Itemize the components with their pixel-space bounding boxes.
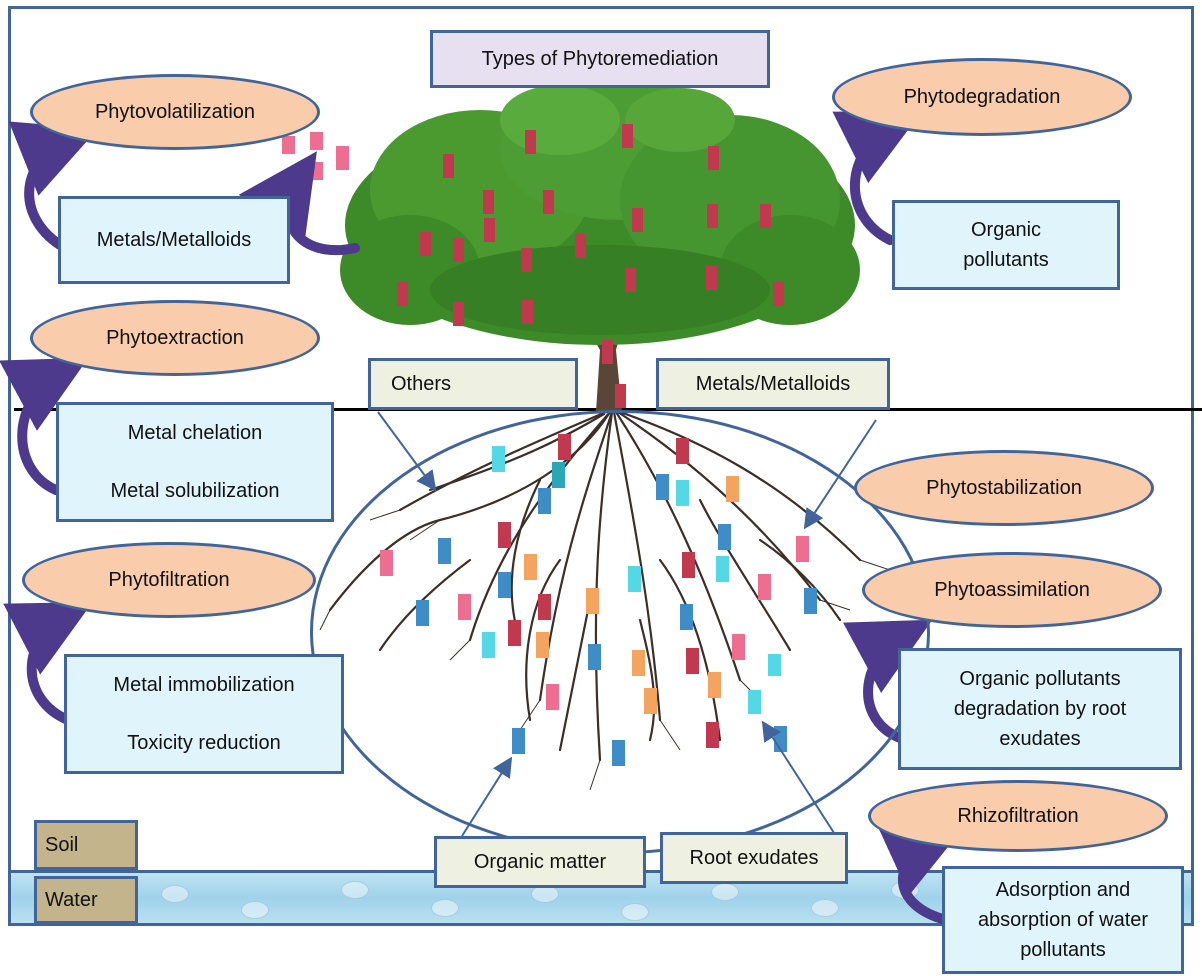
diagram-title: Types of Phytoremediation [430,30,770,88]
oval-phytoextraction: Phytoextraction [30,300,320,376]
oval-label: Phytofiltration [108,568,230,591]
oval-label: Rhizofiltration [957,804,1079,827]
box-immobilization: Metal immobilization Toxicity reduction [64,654,344,774]
box-text: Toxicity reduction [127,732,281,754]
oval-label: Phytostabilization [926,476,1082,499]
canopy-markers [397,124,784,408]
box-text: pollutants [963,249,1049,271]
oval-label: Phytoextraction [106,326,244,349]
oval-phytodegradation: Phytodegradation [832,58,1132,136]
label-water: Water [34,876,138,924]
tree-canopy [340,80,860,345]
box-text: Organic pollutants [959,668,1121,690]
label-organic-matter: Organic matter [434,836,646,888]
label-root-exudates: Root exudates [660,832,848,884]
box-organic-pollutants: Organic pollutants [892,200,1120,290]
label-text: Root exudates [689,846,819,869]
oval-phytovolatilization: Phytovolatilization [30,74,320,150]
box-text: Metal immobilization [113,674,295,696]
oval-phytofiltration: Phytofiltration [22,542,316,618]
box-text: Metals/Metalloids [96,229,252,251]
label-text: Soil [45,833,79,856]
box-metals-metalloids: Metals/Metalloids [58,196,290,284]
label-text: Metals/Metalloids [695,372,851,395]
box-adsorption: Adsorption and absorption of water pollu… [942,866,1184,974]
label-metals-metalloids: Metals/Metalloids [656,358,890,410]
rhizosphere-ellipse [310,410,930,854]
box-text: degradation by root [953,698,1127,720]
box-text: Adsorption and [995,879,1131,901]
label-soil: Soil [34,820,138,870]
oval-label: Phytoassimilation [934,578,1090,601]
box-text: Metal solubilization [110,480,280,502]
label-text: Others [391,372,452,395]
label-text: Water [45,888,98,911]
oval-rhizofiltration: Rhizofiltration [868,780,1168,852]
box-text: Metal chelation [127,422,263,444]
box-root-exudate-degradation: Organic pollutants degradation by root e… [898,648,1182,770]
label-others: Others [368,358,578,410]
box-text: pollutants [1020,939,1106,961]
oval-phytoassimilation: Phytoassimilation [862,552,1162,628]
box-text: Organic [970,219,1042,241]
box-chelation: Metal chelation Metal solubilization [56,402,334,522]
label-text: Organic matter [473,850,607,873]
box-text: exudates [999,728,1081,750]
oval-label: Phytodegradation [903,85,1061,108]
oval-label: Phytovolatilization [94,100,256,123]
box-text: absorption of water [977,909,1149,931]
oval-phytostabilization: Phytostabilization [854,450,1154,526]
